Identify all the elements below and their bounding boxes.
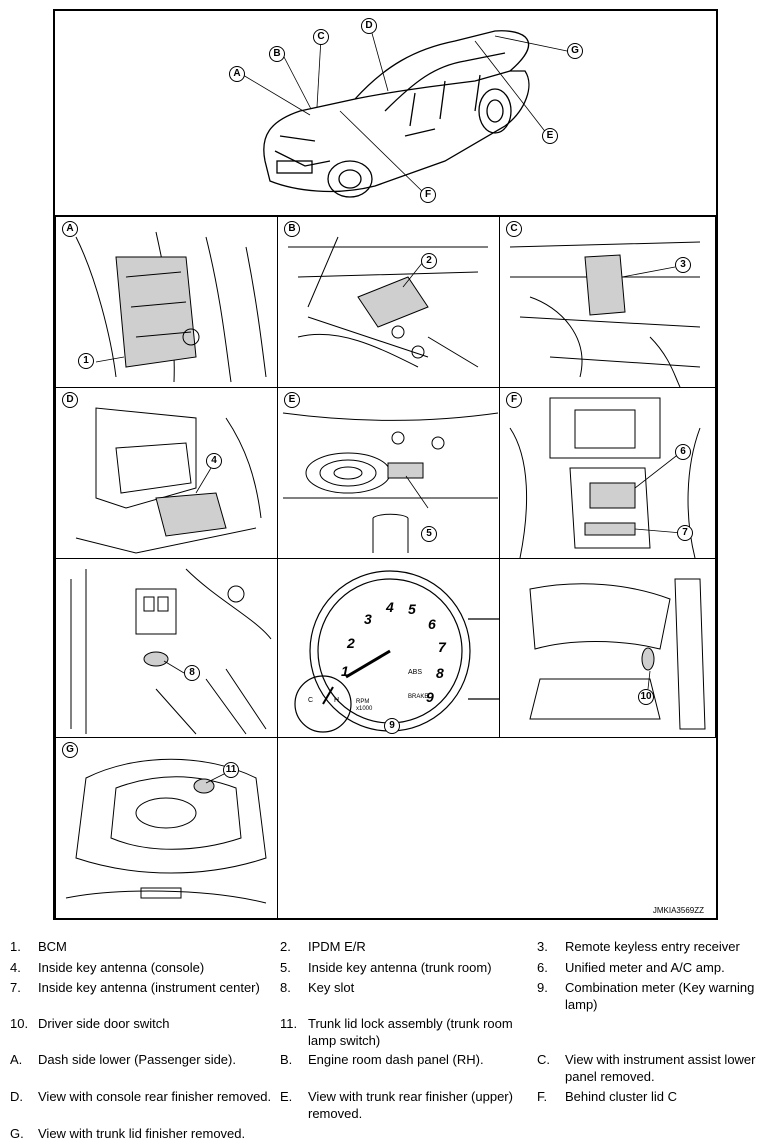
temp-c-label: C xyxy=(308,697,314,704)
callout-marker: 9 xyxy=(384,718,400,734)
legend-text: Dash side lower (Passenger side). xyxy=(38,1052,236,1067)
callout-marker: 3 xyxy=(675,257,691,273)
panel-g: G 11 xyxy=(55,737,278,919)
legend-number: D. xyxy=(10,1089,23,1104)
meter-number: 7 xyxy=(438,639,446,655)
panel-door-switch: 10 xyxy=(499,558,716,738)
car-callout-c: C xyxy=(313,29,329,45)
callout-marker: 2 xyxy=(421,253,437,269)
panel-d: D 4 xyxy=(55,387,278,559)
legend-number: 5. xyxy=(280,960,291,975)
panel-label: G xyxy=(62,742,78,758)
figure-code: JMKIA3569ZZ xyxy=(652,906,704,915)
speedometer-dial xyxy=(294,570,499,733)
legend-number: 4. xyxy=(10,960,21,975)
legend-text: BCM xyxy=(38,939,67,954)
panel-label: C xyxy=(506,221,522,237)
car-callout-a: A xyxy=(229,66,245,82)
legend-number: G. xyxy=(10,1126,24,1141)
car-overview-panel xyxy=(55,11,716,216)
legend-number: C. xyxy=(537,1052,550,1067)
legend-number: E. xyxy=(280,1089,293,1104)
panel-label: A xyxy=(62,221,78,237)
car-callout-e: E xyxy=(542,128,558,144)
legend-number: F. xyxy=(537,1089,548,1104)
panel-combination-meter: 1 2 3 4 5 6 7 8 9 RPM x1000 ABS BRAKE H … xyxy=(277,558,500,738)
panel-label: D xyxy=(62,392,78,408)
meter-number: 1 xyxy=(341,663,349,679)
meter-number: 6 xyxy=(428,616,436,632)
car-illustration xyxy=(242,25,568,198)
car-callout-g: G xyxy=(567,43,583,59)
callout-marker: 7 xyxy=(677,525,693,541)
legend-text: Inside key antenna (console) xyxy=(38,960,205,975)
legend-text: View with trunk lid finisher removed. xyxy=(38,1126,246,1141)
car-callout-f: F xyxy=(420,187,436,203)
legend-text: Inside key antenna (trunk room) xyxy=(308,960,492,975)
legend-text: IPDM E/R xyxy=(308,939,366,954)
legend-number: 1. xyxy=(10,939,21,954)
legend-number: 6. xyxy=(537,960,548,975)
legend-text: View with instrument assist lower panel … xyxy=(565,1052,756,1084)
meter-number: 9 xyxy=(426,689,434,705)
car-callout-b: B xyxy=(269,46,285,62)
legend-number: B. xyxy=(280,1052,293,1067)
callout-marker: 1 xyxy=(78,353,94,369)
legend-number: 2. xyxy=(280,939,291,954)
component-location-figure: A 1 B 2 C 3 D 4 xyxy=(53,9,718,920)
meter-number: 8 xyxy=(436,665,444,681)
legend-number: A. xyxy=(10,1052,23,1067)
panel-f: F 6 7 xyxy=(499,387,716,559)
legend-text: Key slot xyxy=(308,980,355,995)
panel-c: C 3 xyxy=(499,216,716,388)
callout-marker: 5 xyxy=(421,526,437,542)
legend-text: Combination meter (Key warning lamp) xyxy=(565,980,755,1012)
meter-number: 4 xyxy=(386,599,394,615)
legend-text: Inside key antenna (instrument center) xyxy=(38,980,260,995)
panel-label: F xyxy=(506,392,522,408)
legend-number: 3. xyxy=(537,939,548,954)
panel-key-slot: 8 xyxy=(55,558,278,738)
panel-a: A 1 xyxy=(55,216,278,388)
meter-number: 5 xyxy=(408,601,416,617)
temp-h-label: H xyxy=(334,697,340,704)
brake-warning-lamp: BRAKE xyxy=(408,694,429,700)
legend-number: 8. xyxy=(280,980,291,995)
callout-marker: 8 xyxy=(184,665,200,681)
meter-number: 2 xyxy=(347,635,355,651)
abs-warning-lamp: ABS xyxy=(408,669,423,676)
callout-marker: 11 xyxy=(223,762,239,778)
legend-text: Trunk lid lock assembly (trunk room lamp… xyxy=(308,1016,513,1048)
legend-text: Behind cluster lid C xyxy=(565,1089,677,1104)
callout-marker: 6 xyxy=(675,444,691,460)
legend-text: Engine room dash panel (RH). xyxy=(308,1052,484,1067)
panel-label: B xyxy=(284,221,300,237)
meter-number: 3 xyxy=(364,611,372,627)
callout-marker: 10 xyxy=(638,689,654,705)
car-callout-d: D xyxy=(361,18,377,34)
legend-text: Driver side door switch xyxy=(38,1016,170,1031)
legend-text: Unified meter and A/C amp. xyxy=(565,960,725,975)
legend-text: View with trunk rear finisher (upper) re… xyxy=(308,1089,513,1121)
legend-text: View with console rear finisher removed. xyxy=(38,1089,272,1104)
panel-b: B 2 xyxy=(277,216,500,388)
legend-text: Remote keyless entry receiver xyxy=(565,939,740,954)
panel-label: E xyxy=(284,392,300,408)
legend-number: 10. xyxy=(10,1016,29,1031)
rpm-label: RPM x1000 xyxy=(356,699,373,712)
legend-number: 7. xyxy=(10,980,21,995)
legend-number: 9. xyxy=(537,980,548,995)
callout-marker: 4 xyxy=(206,453,222,469)
panel-e: E 5 xyxy=(277,387,500,559)
legend-number: 11. xyxy=(280,1016,298,1031)
